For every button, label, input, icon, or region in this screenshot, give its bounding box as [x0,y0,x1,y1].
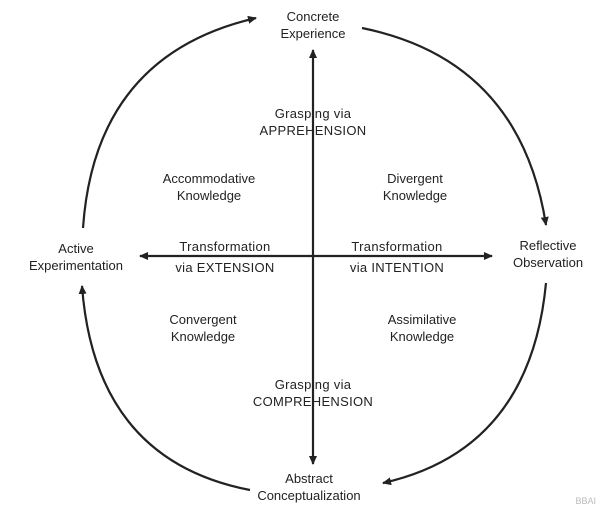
node-concrete-experience: Concrete Experience [280,9,346,41]
quadrant-divergent-knowledge: Divergent Knowledge [382,171,448,203]
arc-concrete-to-reflective [361,26,549,226]
arc-active-to-concrete [81,15,257,229]
quadrant-convergent-knowledge: Convergent Knowledge [169,312,237,344]
axis-label-intention: Transformation via INTENTION [349,239,445,275]
node-active-experimentation: Active Experimentation [29,241,123,273]
axis-label-apprehension: Grasping via APPREHENSION [259,106,367,138]
arc-abstract-to-active [78,285,251,492]
arc-reflective-to-abstract [382,282,548,486]
axis-label-comprehension: Grasping via COMPREHENSION [252,377,374,409]
node-reflective-observation: Reflective Observation [512,238,584,270]
watermark: BBAI [575,496,596,506]
node-abstract-conceptualization: Abstract Conceptualization [257,471,361,503]
quadrant-assimilative-knowledge: Assimilative Knowledge [387,312,457,344]
axis-label-extension: Transformation via EXTENSION [175,239,275,275]
quadrant-accommodative-knowledge: Accommodative Knowledge [162,171,256,203]
